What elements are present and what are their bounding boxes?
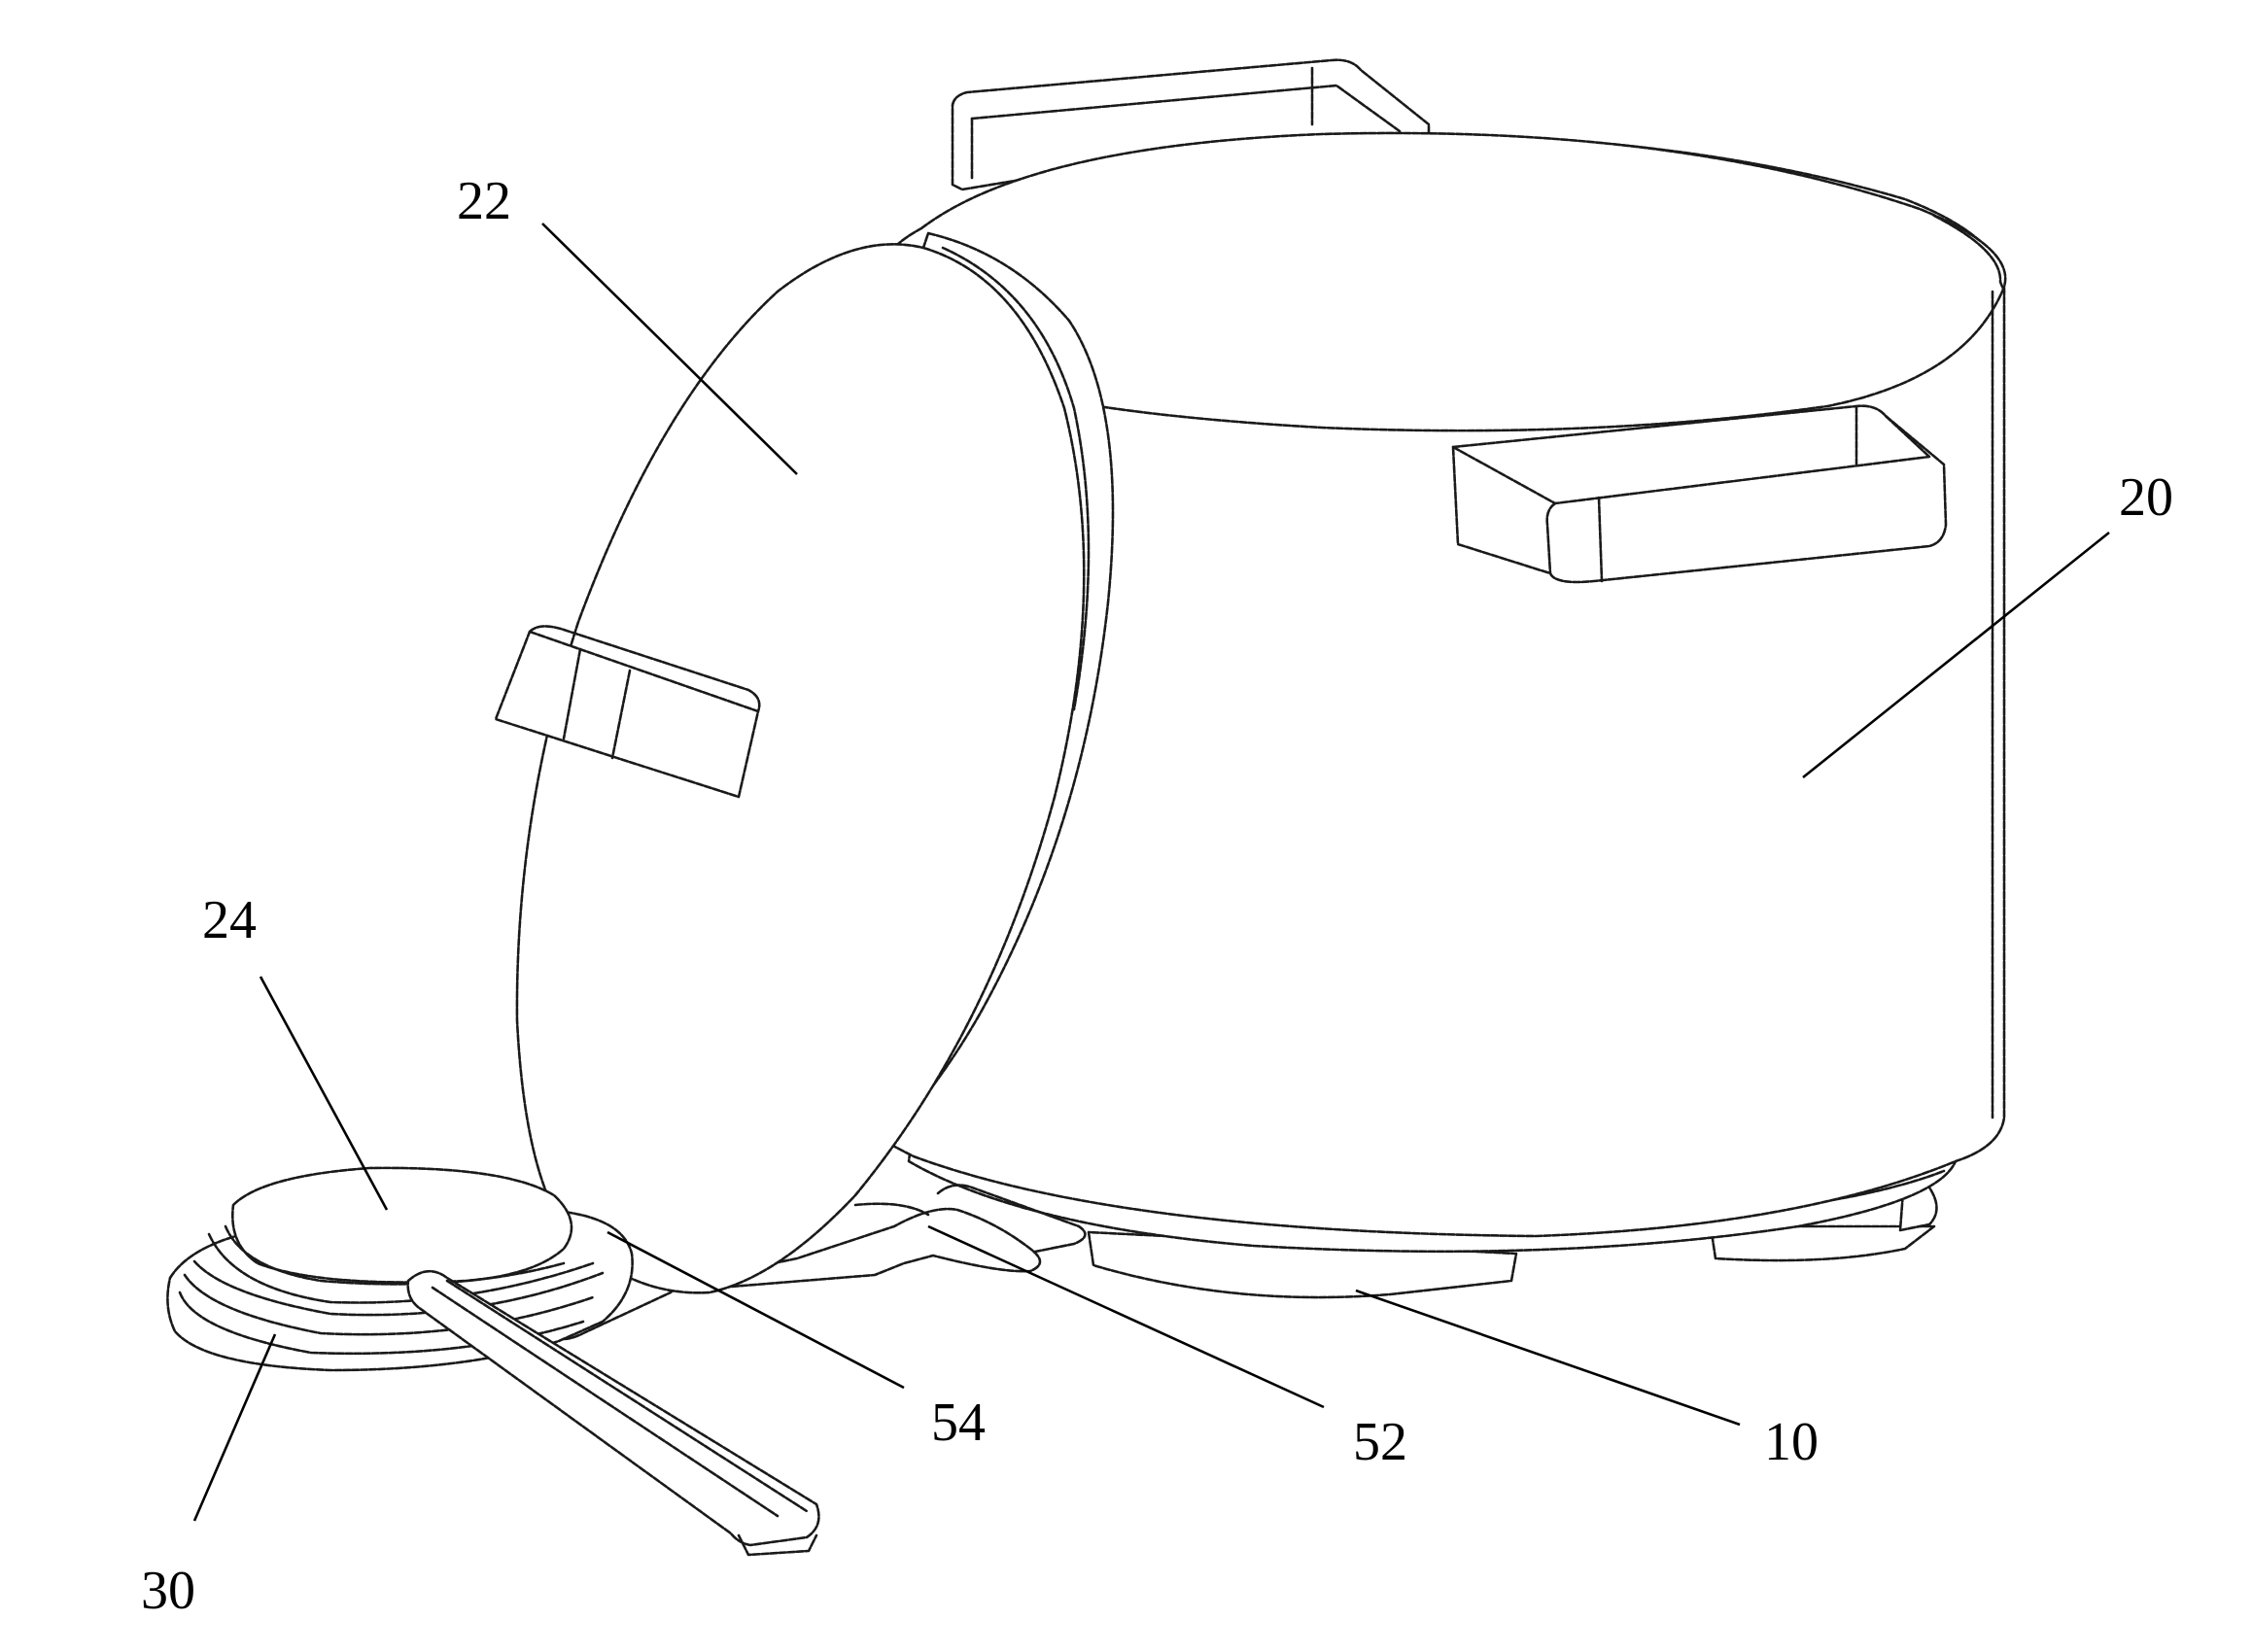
- steam-cap: [232, 1168, 572, 1283]
- label-20: 20: [2119, 467, 2173, 528]
- label-10: 10: [1764, 1412, 1819, 1472]
- label-54: 54: [931, 1393, 986, 1453]
- label-30: 30: [141, 1561, 195, 1621]
- label-22: 22: [457, 171, 511, 231]
- leader-30: [194, 1334, 275, 1521]
- spoon-handle-inner-2: [447, 1281, 807, 1511]
- leader-10: [1356, 1291, 1740, 1425]
- latch-arm-detail: [855, 1204, 928, 1215]
- label-52: 52: [1353, 1412, 1407, 1472]
- label-24: 24: [202, 890, 257, 950]
